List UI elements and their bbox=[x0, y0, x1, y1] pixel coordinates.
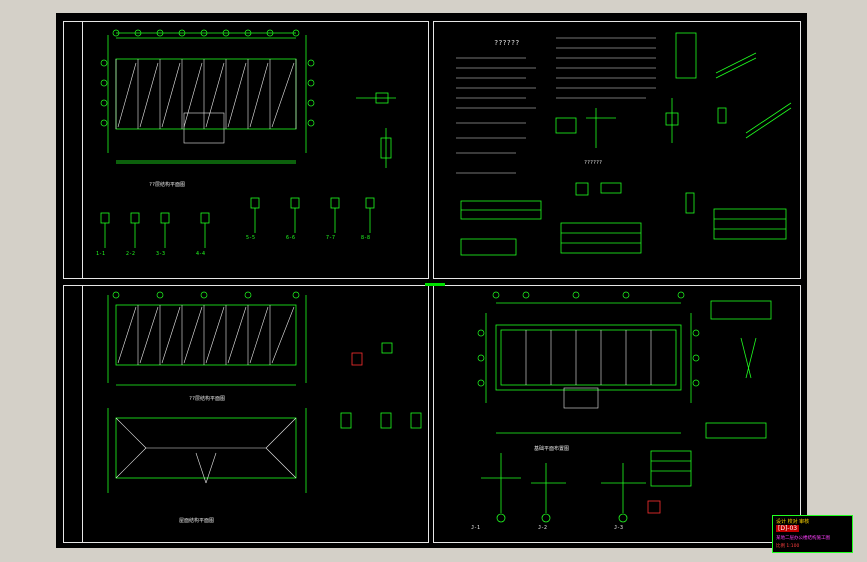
sheet-3-roof-title: 屋面结构平面图 bbox=[179, 518, 215, 524]
sheet-3-title-strip bbox=[64, 286, 83, 542]
detail-label-4: 4-4 bbox=[196, 251, 206, 257]
detail-label-1: 1-1 bbox=[96, 251, 106, 257]
detail-label-3: 3-3 bbox=[156, 251, 166, 257]
title-block-project: 某地二层办公楼结构施工图 bbox=[776, 536, 830, 541]
sheet-3[interactable]: ??层结构平面图 屋面结构平面图 bbox=[63, 285, 429, 543]
sheet-2[interactable]: ?????? ?????? bbox=[433, 21, 801, 279]
sheet-2-notes-title: ?????? bbox=[494, 39, 520, 47]
sheet-3-plan-title: ??层结构平面图 bbox=[189, 396, 226, 402]
sheet-1-title-strip bbox=[64, 22, 83, 278]
sheet-4-section-j3: J-3 bbox=[614, 525, 624, 531]
sheet-2-detail-title: ?????? bbox=[584, 160, 603, 166]
sheet-4-section-j2: J-2 bbox=[538, 525, 548, 531]
detail-label-7: 7-7 bbox=[326, 235, 336, 241]
drawing-linework bbox=[100, 29, 792, 523]
sheet-1-plan-title: ??层结构平面图 bbox=[149, 182, 186, 188]
drawing-paper[interactable]: ??层结构平面图 ?????? ?????? ??层结构平面图 屋面结构平面图 … bbox=[56, 13, 853, 553]
title-block-drawing-no: [D]-03 bbox=[776, 525, 800, 532]
detail-label-5: 5-5 bbox=[246, 235, 256, 241]
detail-label-6: 6-6 bbox=[286, 235, 296, 241]
detail-label-2: 2-2 bbox=[126, 251, 136, 257]
title-block: 设计 校对 审核 [D]-03 某地二层办公楼结构施工图 比例 1:100 bbox=[772, 515, 853, 553]
detail-label-8: 8-8 bbox=[361, 235, 371, 241]
title-block-scale: 比例 1:100 bbox=[776, 544, 800, 549]
sheet-1[interactable]: ??层结构平面图 bbox=[63, 21, 429, 279]
split-handle-icon[interactable] bbox=[425, 283, 445, 286]
sheet-4-section-j1: J-1 bbox=[471, 525, 481, 531]
sheet-4-plan-title: 基础平面布置图 bbox=[534, 446, 570, 452]
title-block-signoff: 设计 校对 审核 bbox=[776, 519, 810, 525]
sheet-4[interactable]: 基础平面布置图 bbox=[433, 285, 801, 543]
